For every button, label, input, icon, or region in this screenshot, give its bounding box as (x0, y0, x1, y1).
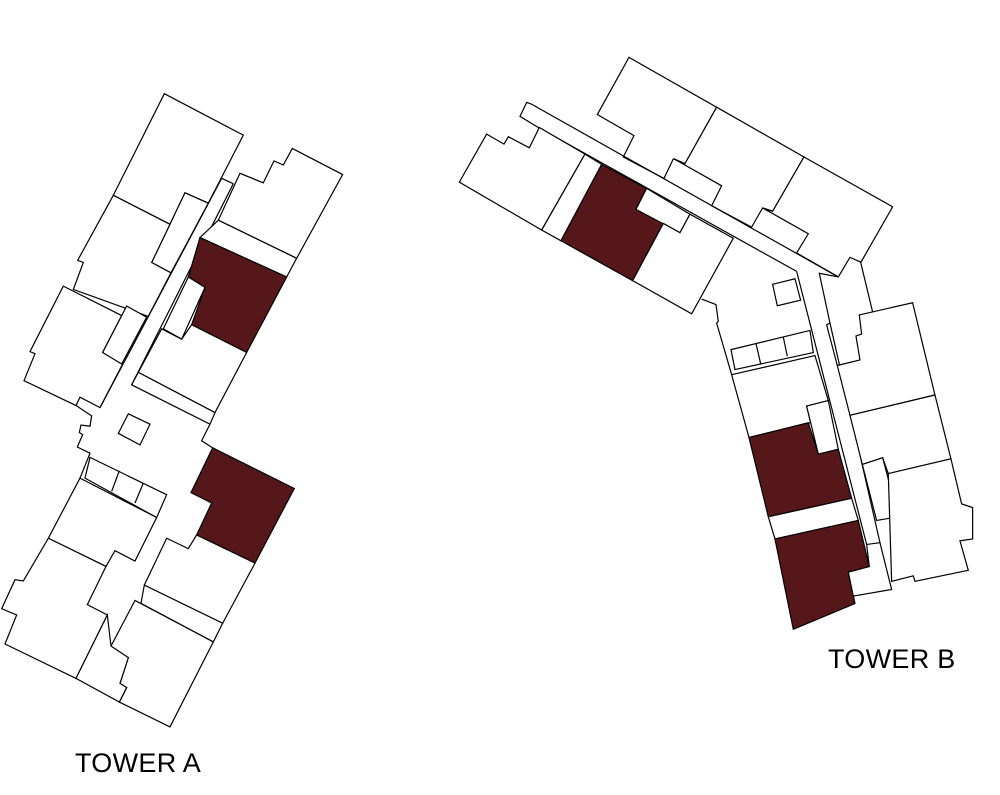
corridor-wall (222, 178, 234, 183)
elevator-bank (731, 330, 813, 369)
corridor-wall (520, 102, 797, 271)
lobby-wall (702, 299, 732, 375)
elevator-divider (783, 337, 787, 356)
unit[interactable] (888, 459, 972, 582)
corridor-wall (132, 184, 234, 385)
tower-a-plan (2, 94, 343, 727)
unit[interactable] (218, 148, 342, 258)
stair-core (118, 414, 150, 445)
lobby-wall (76, 406, 92, 479)
elevator-divider (112, 471, 120, 492)
lobby-wall (202, 424, 213, 448)
unit-balcony (103, 306, 147, 364)
corridor-wall (532, 104, 839, 277)
unit[interactable] (76, 615, 128, 702)
tower-a-label: TOWER A (75, 748, 202, 778)
corridor-wall (100, 178, 222, 407)
corridor-wall (861, 262, 873, 312)
unit[interactable] (837, 303, 935, 416)
corridor-wall (797, 271, 867, 544)
tower-b-plan (459, 57, 972, 629)
elevator-divider (756, 343, 761, 363)
stair-core (773, 279, 801, 306)
unit-balcony (848, 543, 891, 597)
unit[interactable] (2, 538, 108, 678)
unit[interactable] (459, 127, 585, 230)
unit[interactable] (633, 214, 734, 314)
corridor-wall (819, 273, 838, 365)
tower-b-label: TOWER B (828, 644, 956, 674)
unit-balcony (807, 401, 839, 455)
elevator-divider (135, 483, 143, 503)
